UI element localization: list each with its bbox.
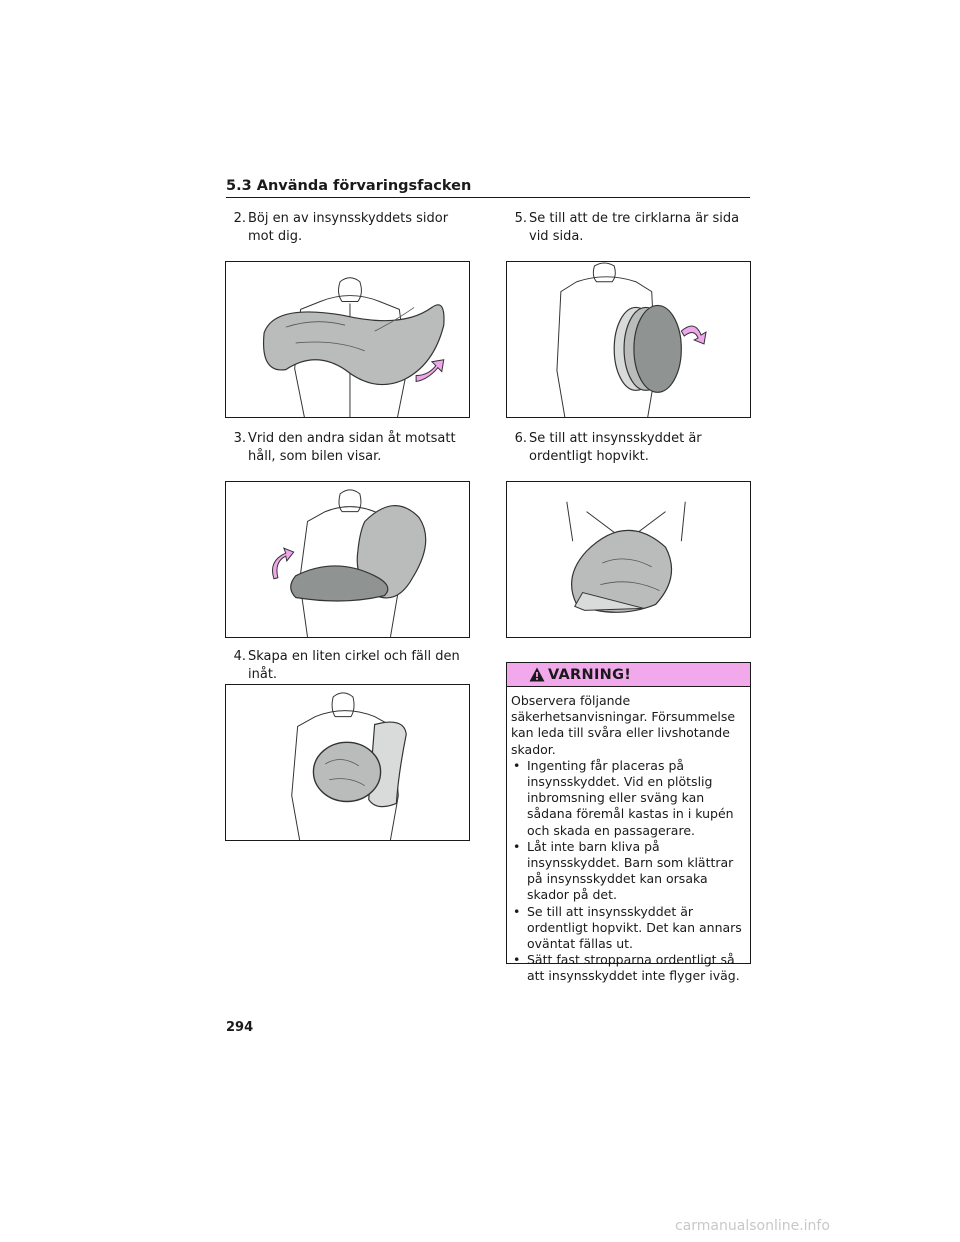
warning-intro: Observera följande säkerhetsanvisningar.… xyxy=(511,693,736,757)
warning-title: VARNING! xyxy=(548,666,632,683)
step-text: Se till att de tre cirklarna är sida vid… xyxy=(529,211,740,244)
list-item: •Ingenting får placeras på insynsskyddet… xyxy=(513,757,734,838)
step-number: 5. xyxy=(514,211,527,226)
warning-box: VARNING! Observera följande säkerhetsanv… xyxy=(506,662,751,983)
figure-twist-shade xyxy=(225,481,470,638)
step-2: 2. Böj en av insynsskyddets sidor mot di… xyxy=(226,210,466,246)
section-title: 5.3 Använda förvaringsfacken xyxy=(226,178,750,198)
warning-header: VARNING! xyxy=(507,663,750,687)
step-number: 3. xyxy=(233,431,246,446)
page-number: 294 xyxy=(226,1020,254,1035)
step-number: 4. xyxy=(233,649,246,664)
list-item: •Se till att insynsskyddet är ordentligt… xyxy=(513,903,742,952)
warning-body: Observera följande säkerhetsanvisningar.… xyxy=(507,687,750,985)
list-item: •Sätt fast stropparna ordentligt så att … xyxy=(513,952,740,984)
step-number: 6. xyxy=(514,431,527,446)
watermark: carmanualsonline.info xyxy=(675,1218,830,1234)
illustration-person-bending-shade xyxy=(262,277,445,417)
warning-triangle-icon xyxy=(529,667,545,682)
list-item: •Låt inte barn kliva på insynsskyddet. B… xyxy=(513,838,734,903)
figure-folded-shade xyxy=(506,481,751,638)
step-4: 4. Skapa en liten cirkel och fäll den in… xyxy=(226,648,466,684)
illustration-person-twisting-shade xyxy=(271,489,427,637)
step-text: Se till att insynsskyddet är ordentligt … xyxy=(529,431,702,464)
step-text: Skapa en liten cirkel och fäll den inåt. xyxy=(248,649,460,682)
warning-list: •Ingenting får placeras på insynsskyddet… xyxy=(511,758,746,985)
step-3: 3. Vrid den andra sidan åt motsatt håll,… xyxy=(226,430,466,466)
illustration-three-circles-side-by-side xyxy=(556,262,707,417)
figure-fold-circle xyxy=(225,684,470,841)
illustration-folded-shade xyxy=(566,501,686,613)
step-6: 6. Se till att insynsskyddet är ordentli… xyxy=(507,430,751,466)
step-number: 2. xyxy=(233,211,246,226)
step-5: 5. Se till att de tre cirklarna är sida … xyxy=(507,210,751,246)
step-text: Böj en av insynsskyddets sidor mot dig. xyxy=(248,211,449,244)
step-text: Vrid den andra sidan åt motsatt håll, so… xyxy=(248,431,456,464)
figure-bend-shade xyxy=(225,261,470,418)
illustration-person-folding-circle xyxy=(291,692,407,840)
figure-three-circles xyxy=(506,261,751,418)
